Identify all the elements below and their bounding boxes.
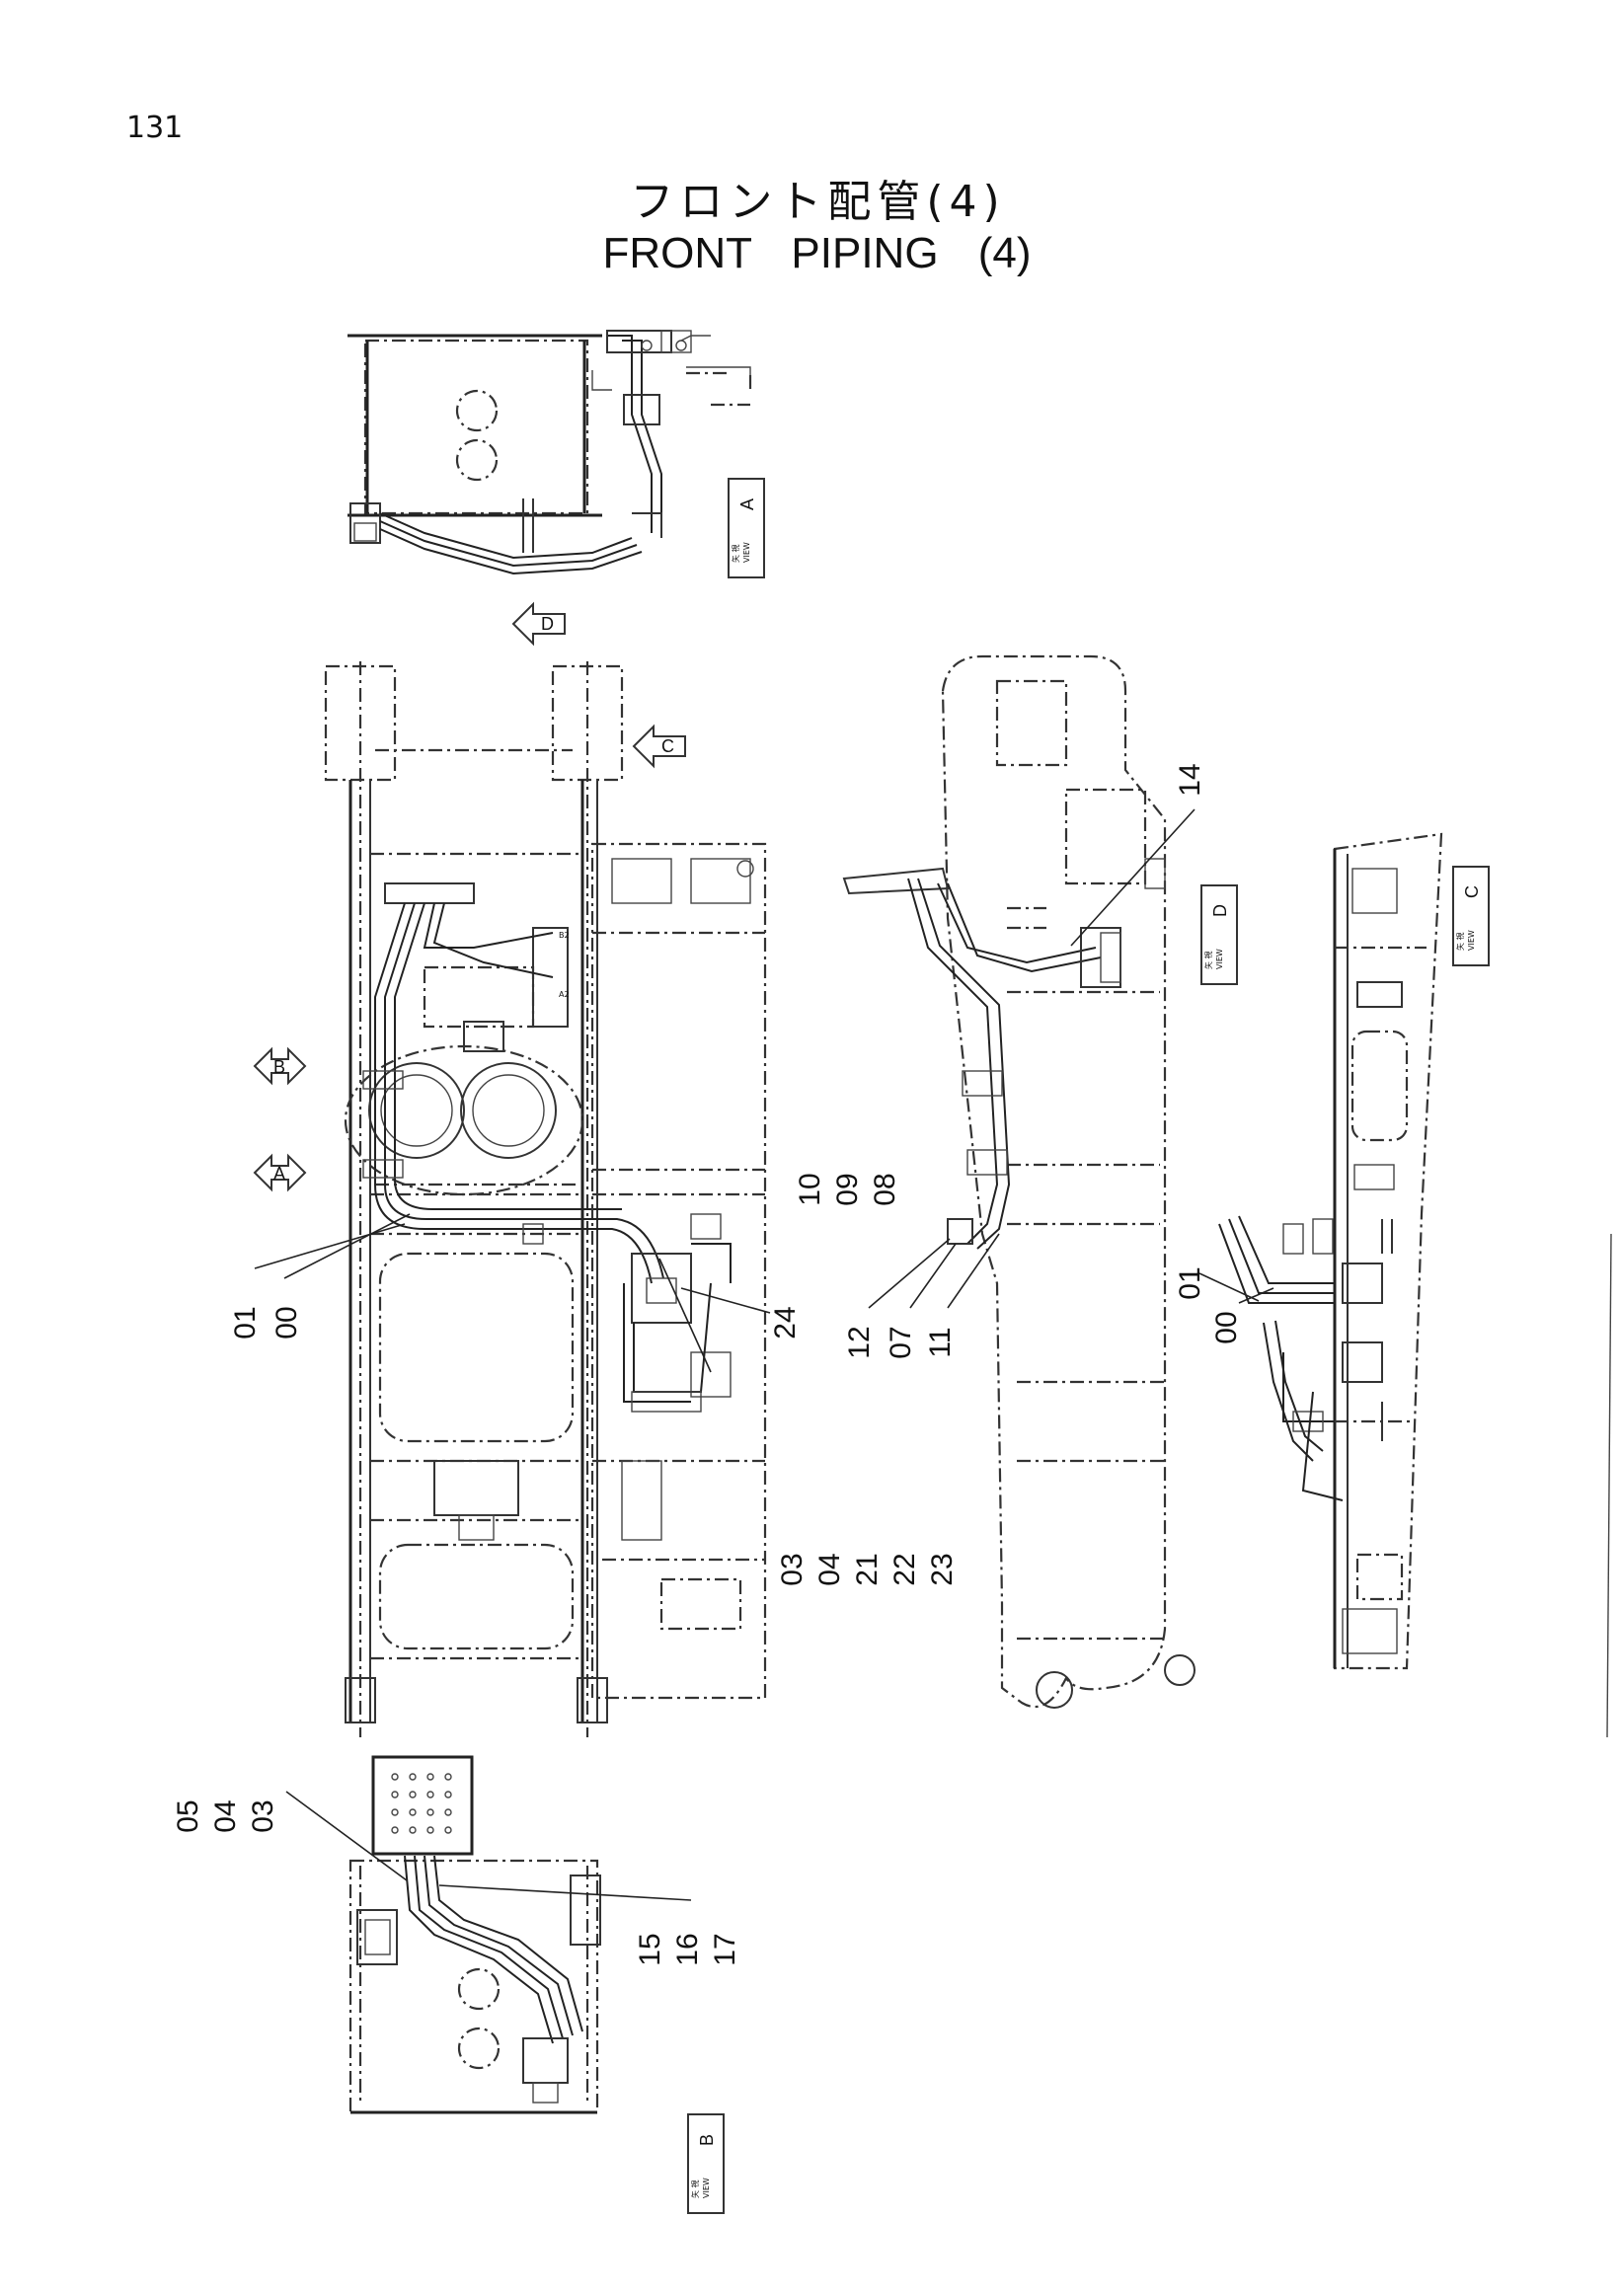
view-b-label: 矢 視 VIEW B	[687, 2113, 725, 2214]
arrow-c-marker: C	[632, 724, 686, 769]
scan-edge-mark	[1606, 1233, 1612, 1738]
callout-04: 04	[209, 1799, 242, 1832]
svg-text:矢 視: 矢 視	[1203, 951, 1213, 969]
svg-text:矢 視: 矢 視	[1455, 932, 1465, 951]
svg-text:VIEW: VIEW	[742, 542, 751, 563]
callout-07: 07	[885, 1326, 917, 1358]
callout-12: 12	[843, 1326, 876, 1358]
callout-00: 00	[270, 1306, 303, 1339]
svg-text:C: C	[1462, 885, 1482, 898]
arrow-a-marker: A	[253, 1153, 307, 1192]
callout-16: 16	[671, 1933, 704, 1965]
view-b-detail	[348, 1755, 601, 2114]
view-a-detail	[347, 330, 752, 575]
svg-text:矢 視: 矢 視	[690, 2180, 700, 2198]
main-frame-plan-view: B2 A2	[324, 661, 767, 1737]
view-c-callouts: 01 00	[1174, 1266, 1274, 1344]
callout-14: 14	[1174, 763, 1206, 796]
svg-text:VIEW: VIEW	[702, 2178, 711, 2198]
callout-21: 21	[851, 1553, 884, 1585]
view-b-callouts: 05 04 03 15 16 17	[172, 1791, 741, 1966]
arrow-b-marker: B	[253, 1046, 307, 1086]
callout-01: 01	[229, 1306, 262, 1339]
svg-text:矢 視: 矢 視	[731, 544, 740, 563]
port-label-b2: B2	[559, 931, 570, 940]
view-a-label: 矢 視 VIEW A	[728, 478, 765, 578]
port-label-a2: A2	[559, 990, 570, 999]
svg-text:VIEW: VIEW	[1215, 949, 1224, 969]
callout-00: 00	[1210, 1311, 1243, 1343]
page-number: 131	[126, 111, 184, 145]
callout-17: 17	[709, 1933, 741, 1965]
svg-text:A: A	[273, 1164, 285, 1184]
callout-23: 23	[926, 1553, 959, 1585]
callout-03: 03	[247, 1799, 279, 1832]
svg-text:B: B	[697, 2134, 717, 2146]
callout-08: 08	[869, 1173, 901, 1205]
callout-09: 09	[831, 1173, 864, 1205]
title-japanese: フロント配管(4)	[630, 177, 1006, 227]
svg-text:D: D	[1210, 904, 1230, 917]
svg-text:VIEW: VIEW	[1467, 930, 1476, 951]
view-d-callouts: 14 10 09 08 12 07 11	[794, 763, 1206, 1358]
view-c-detail	[1218, 832, 1443, 1670]
title-english: FRONT PIPING (4)	[602, 229, 1032, 277]
arrow-d-marker: D	[511, 601, 566, 647]
svg-text:C: C	[661, 736, 674, 756]
svg-text:D: D	[541, 614, 554, 634]
callout-10: 10	[794, 1173, 826, 1205]
svg-text:A: A	[737, 498, 757, 510]
svg-text:B: B	[273, 1057, 285, 1077]
view-c-label: 矢 視 VIEW C	[1452, 866, 1490, 966]
callout-24: 24	[769, 1306, 802, 1339]
callout-22: 22	[888, 1553, 921, 1585]
view-d-boom	[842, 654, 1196, 1709]
callout-05: 05	[172, 1799, 204, 1832]
callout-11: 11	[924, 1327, 957, 1357]
callout-01: 01	[1174, 1266, 1206, 1299]
main-callouts: 01 00 24 03 04 21 22 23	[229, 1213, 959, 1586]
callout-04: 04	[813, 1553, 846, 1585]
callout-15: 15	[634, 1933, 666, 1965]
callout-03: 03	[776, 1553, 809, 1585]
view-d-label: 矢 視 VIEW D	[1200, 884, 1238, 985]
